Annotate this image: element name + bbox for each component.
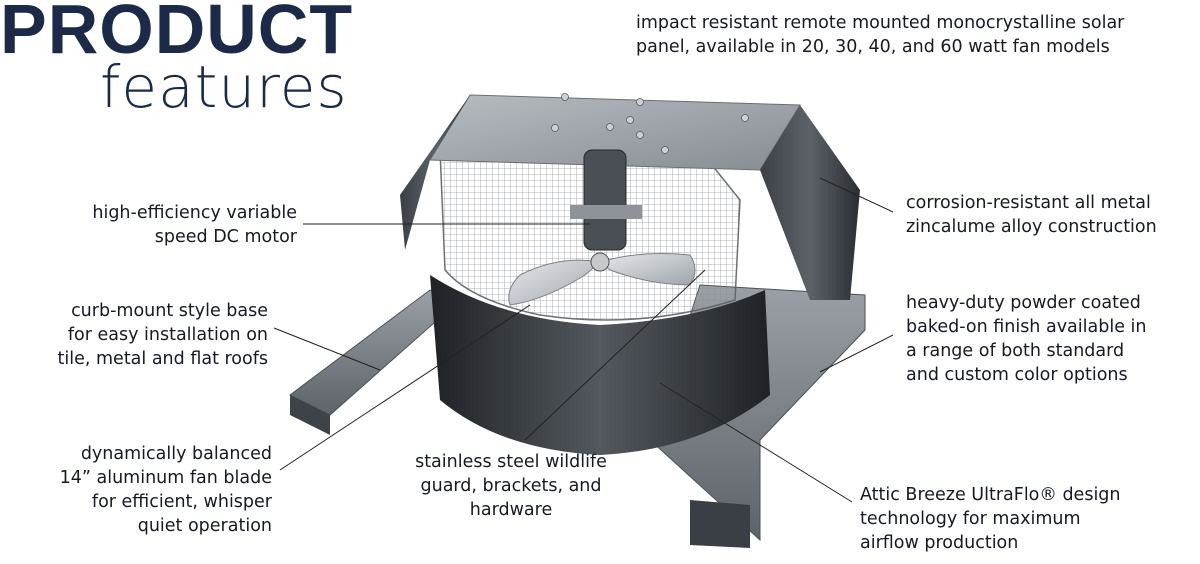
callout-wildlife-guard: stainless steel wildlife guard, brackets…	[415, 452, 607, 520]
hood-front-left	[400, 95, 470, 250]
fan-blade-2	[598, 253, 696, 286]
dc-motor	[583, 149, 627, 251]
motor-bracket	[570, 205, 642, 219]
leader-base	[273, 327, 381, 371]
callout-construction: corrosion-resistant all metal zincalume …	[906, 193, 1157, 237]
left-flange-edge	[290, 395, 330, 435]
callout-curb-base: curb-mount style base for easy installat…	[57, 301, 268, 369]
page-subtitle: features	[100, 53, 348, 121]
callout-fan-blade: dynamically balanced 14” aluminum fan bl…	[59, 444, 272, 536]
fan-hub	[590, 252, 610, 272]
leader-finish	[819, 334, 894, 373]
leader-lines	[273, 177, 894, 503]
leader-guard	[524, 269, 706, 441]
leader-blade	[279, 304, 531, 471]
callout-ultraflo-design: Attic Breeze UltraFlo® design technology…	[860, 485, 1121, 553]
leader-construction	[819, 177, 894, 213]
callout-dc-motor: high-efficiency variable speed DC motor	[92, 203, 297, 247]
callout-solar-panel: impact resistant remote mounted monocrys…	[636, 13, 1125, 57]
fan-blade	[508, 259, 602, 306]
hood-screws	[551, 93, 749, 154]
page-title: PRODUCT	[0, 0, 354, 68]
hood-right-side	[760, 105, 860, 300]
leader-design	[659, 382, 853, 503]
curb-base	[430, 275, 770, 455]
callout-finish: heavy-duty powder coated baked-on finish…	[906, 293, 1147, 385]
right-flange-edge	[690, 500, 750, 548]
